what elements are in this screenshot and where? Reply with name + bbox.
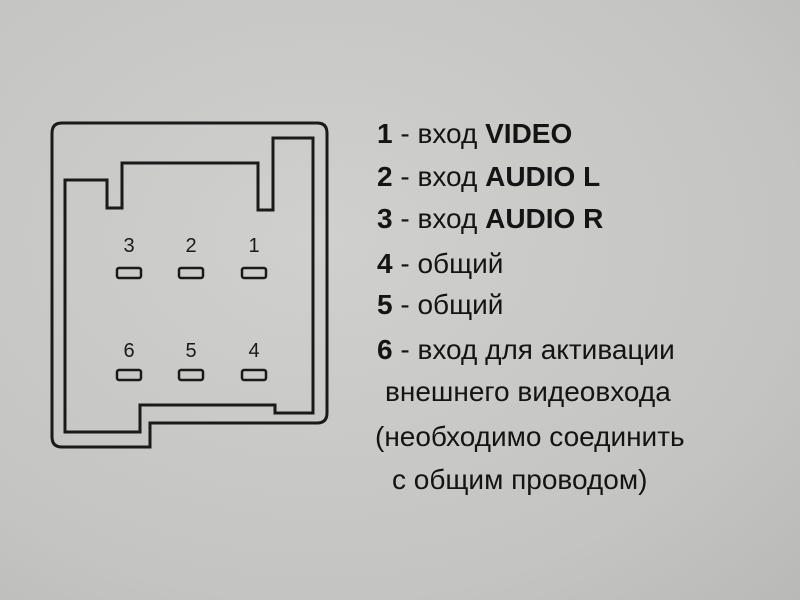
legend-continuation-1: внешнего видеовхода [385,376,671,407]
pin-label-4: 4 [248,340,259,362]
legend-continuation-3: с общим проводом) [392,464,648,495]
legend-sep: - [392,203,418,234]
legend-item-3: 3 - вход AUDIO R [377,205,603,233]
connector-inner-outline [63,136,315,434]
pin-label-3: 3 [123,235,134,257]
legend-text: вход [417,118,486,149]
legend-continuation-2: (необходимо соединить [375,421,685,452]
legend-item-6: 6 - вход для активации [377,336,675,364]
pin-row-bottom: 6 5 4 [115,340,268,382]
legend-num: 4 [377,248,393,279]
legend-keyword: AUDIO L [485,161,601,192]
legend-keyword: AUDIO R [485,203,604,234]
pin-2 [177,266,205,280]
pin-label-2: 2 [185,235,196,257]
pin-6 [115,368,143,382]
legend-text: общий [417,289,504,320]
pin-label-5: 5 [185,340,196,362]
legend-text: вход для активации [417,334,675,365]
legend-num: 2 [377,161,393,192]
connector-outer-outline [50,121,329,449]
pin-5 [177,368,205,382]
legend-num: 5 [377,289,393,320]
legend-item-5: 5 - общий [377,291,503,319]
legend-sep: - [392,161,418,192]
legend-sep: - [392,289,418,320]
pin-label-6: 6 [123,340,134,362]
legend-text: вход [417,203,486,234]
legend-sep: - [392,118,418,149]
legend-item-2: 2 - вход AUDIO L [377,163,600,191]
pin-4 [240,368,268,382]
legend-num: 1 [377,118,393,149]
legend-item-1: 1 - вход VIDEO [377,120,572,148]
legend-sep: - [392,334,418,365]
pin-1 [240,266,268,280]
legend-sep: - [392,248,418,279]
pin-label-1: 1 [248,235,259,257]
legend-keyword: VIDEO [485,118,573,149]
pin-3 [115,266,143,280]
legend-text: общий [417,248,504,279]
legend-num: 6 [377,334,393,365]
legend-num: 3 [377,203,393,234]
legend-item-4: 4 - общий [377,250,503,278]
pin-row-top: 3 2 1 [115,235,268,280]
legend-text: вход [417,161,486,192]
